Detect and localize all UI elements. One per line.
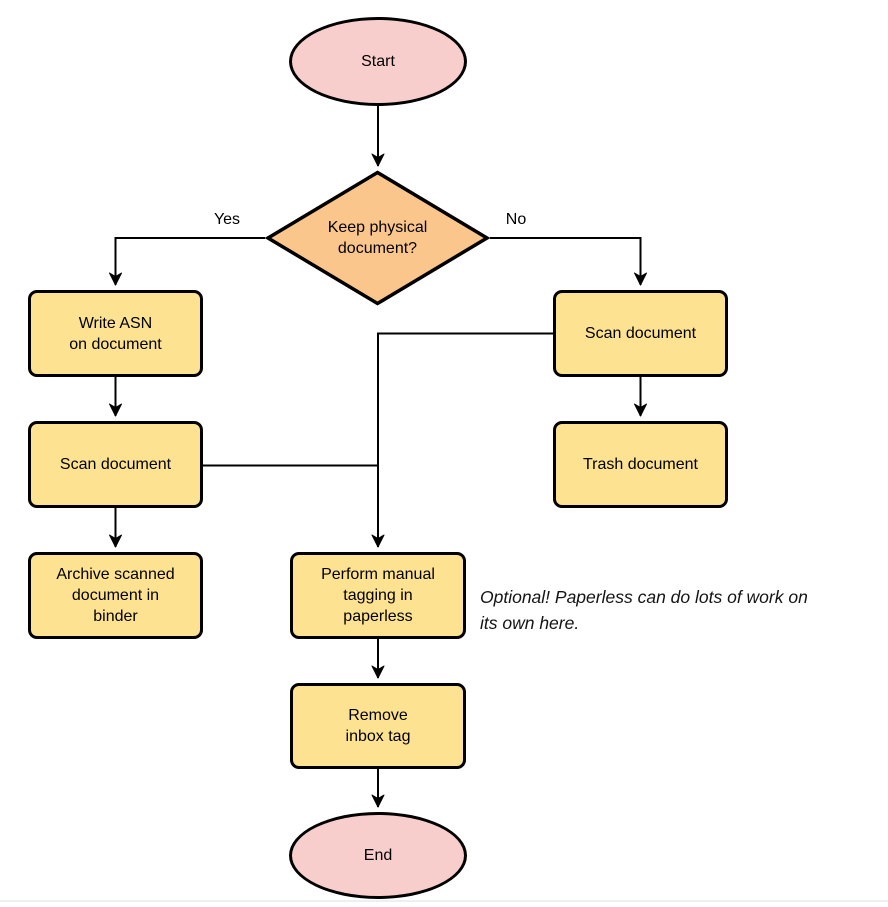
node-archive-binder: Archive scanned document in binder: [28, 552, 203, 639]
node-scan-document-left-label: Scan document: [59, 456, 172, 473]
node-scan-document-right-label: Scan document: [584, 325, 697, 342]
diamond-shape: [265, 170, 490, 306]
node-scan-document-right: Scan document: [553, 290, 728, 377]
node-manual-tagging: Perform manual tagging in paperless: [290, 552, 466, 639]
node-decision-keep-physical: Keep physical document?: [265, 170, 490, 306]
annotation-note: Optional! Paperless can do lots of work …: [480, 587, 808, 633]
node-end: End: [289, 812, 467, 899]
node-archive-binder-label: Archive scanned document in binder: [56, 566, 175, 625]
edge-label-no: No: [505, 211, 527, 228]
node-write-asn-label: Write ASN on document: [69, 314, 162, 353]
node-end-label: End: [363, 847, 393, 864]
node-scan-document-left: Scan document: [28, 421, 203, 508]
node-trash-document-label: Trash document: [582, 456, 698, 473]
node-decision-label: Keep physical document?: [327, 219, 428, 257]
node-write-asn: Write ASN on document: [28, 290, 203, 377]
node-remove-inbox-tag-label: Remove inbox tag: [345, 707, 411, 745]
node-trash-document: Trash document: [553, 421, 728, 508]
node-remove-inbox-tag: Remove inbox tag: [290, 683, 466, 769]
node-start-label: Start: [361, 53, 395, 70]
edge-label-yes: Yes: [213, 211, 241, 228]
connector-decision-yes-to-write-asn: [109, 237, 265, 286]
node-manual-tagging-label: Perform manual tagging in paperless: [321, 566, 435, 625]
connector-decision-no-to-scan-right: [490, 237, 647, 286]
page-divider-line: [0, 900, 888, 902]
node-start: Start: [289, 17, 467, 106]
connector-scan-right-to-tagging: [371, 332, 553, 548]
